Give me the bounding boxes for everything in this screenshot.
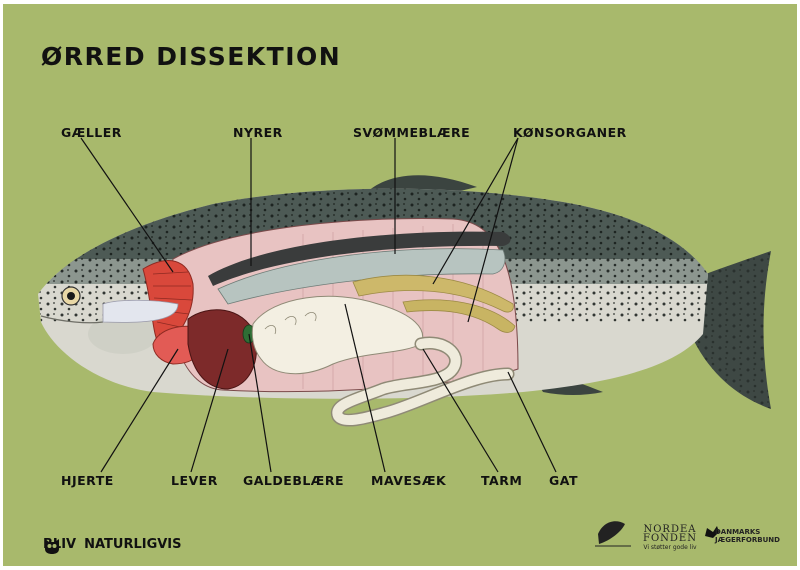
owl-icon [45,539,59,554]
poster: ØRRED DISSEKTION GÆLLER NYRER SVØMMEBLÆR… [3,4,797,566]
deer-icon [705,526,719,538]
fishing-logo [595,521,631,547]
dj-line1: DANMARKS [715,528,761,536]
label-gonads: KØNSORGANER [513,125,627,140]
nordea-line2: FONDEN [643,533,697,544]
label-gallbladder: GALDEBLÆRE [243,473,345,488]
brand-right: NATURLIGVIS [84,537,182,552]
danmarks-jaegerforbund-logo: DANMARKS JÆGERFORBUND [715,528,780,544]
nordea-tagline: Vi støtter gode liv [643,544,697,551]
nordea-line1: NORDEA [643,524,697,535]
gonads [352,274,516,333]
label-swim-bladder: SVØMMEBLÆRE [353,125,471,140]
nordea-fonden-logo: NORDEA FONDEN Vi støtter gode liv [643,525,697,552]
label-liver: LEVER [171,473,218,488]
liver [187,309,257,390]
label-stomach: MAVESÆK [371,473,447,488]
label-vent: GAT [549,473,578,488]
swim-bladder [217,248,506,305]
brand: BLIV NATURLIGVIS [43,537,182,554]
intestine [330,336,515,427]
label-kidney: NYRER [233,125,283,140]
tail-fin [693,251,771,409]
stomach [251,295,424,375]
label-intestine: TARM [481,473,523,488]
trout-illustration [38,137,771,547]
label-gills: GÆLLER [61,125,122,140]
label-heart: HJERTE [61,473,114,488]
kidney [208,231,511,286]
dj-line2: JÆGERFORBUND [715,536,780,544]
leader-lines [80,137,557,473]
head [40,286,179,324]
page-title: ØRRED DISSEKTION [41,42,342,71]
